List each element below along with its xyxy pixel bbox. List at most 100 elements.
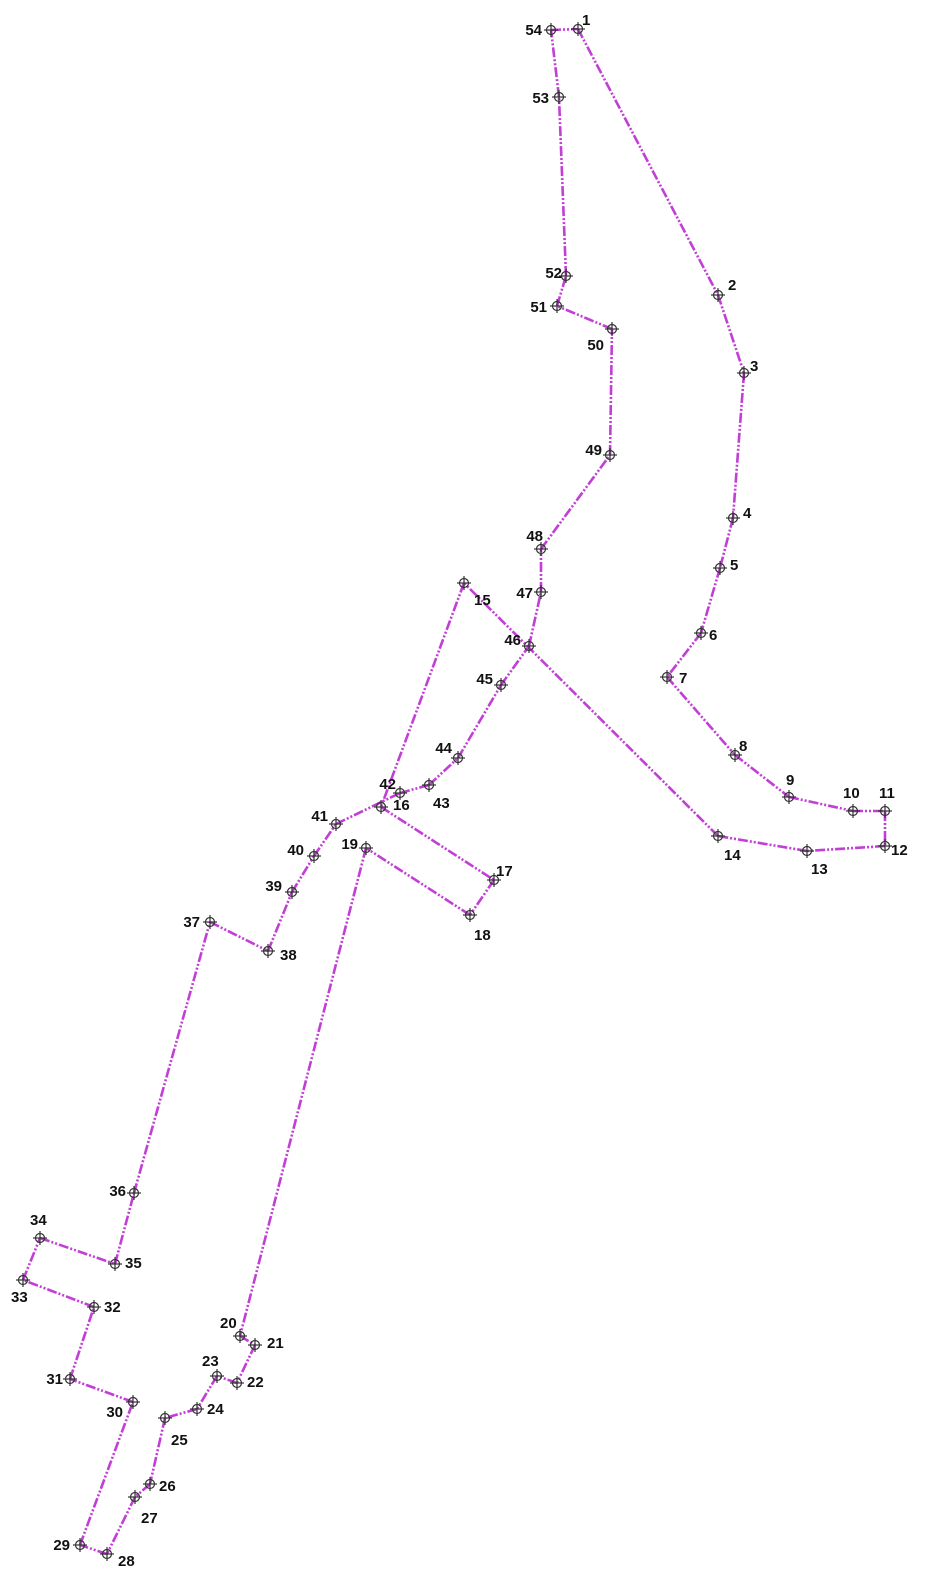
vertex-label-4: 4 [743,505,752,522]
boundary-edge-20-21 [239,1334,256,1347]
boundary-edge-27-28 [105,1496,137,1555]
vertex-label-23: 23 [202,1353,219,1370]
boundary-edge-43-44 [428,757,459,786]
vertex-label-37: 37 [183,914,200,931]
boundary-edge-51-52 [555,275,568,307]
vertex-label-29: 29 [53,1537,70,1554]
vertex-marker-47 [534,585,548,599]
vertex-marker-4 [726,511,740,525]
vertex-label-39: 39 [265,878,282,895]
boundary-edge-25-26 [148,1417,167,1485]
vertex-label-27: 27 [141,1510,158,1527]
vertex-label-41: 41 [311,808,328,825]
vertex-label-50: 50 [587,337,604,354]
vertex-marker-1 [571,22,585,36]
vertex-label-48: 48 [526,528,543,545]
vertex-marker-9 [782,790,796,804]
vertex-label-43: 43 [433,795,450,812]
vertex-label-31: 31 [46,1371,63,1388]
vertex-marker-41 [329,817,343,831]
vertex-label-34: 34 [30,1212,47,1229]
vertex-marker-53 [552,90,566,104]
vertex-marker-24 [190,1402,204,1416]
vertex-label-44: 44 [435,740,452,757]
vertex-marker-43 [422,778,436,792]
vertex-label-25: 25 [171,1432,188,1449]
boundary-edge-8-9 [734,753,790,799]
boundary-edge-48-49 [539,454,612,550]
vertex-label-9: 9 [786,772,794,789]
boundary-edge-37-38 [209,920,269,953]
boundary-edge-3-4 [731,372,746,519]
vertex-label-19: 19 [341,836,358,853]
boundary-edge-38-39 [266,891,294,952]
vertex-marker-2 [711,288,725,302]
boundary-edge-52-53 [557,96,568,277]
vertex-marker-23 [210,1369,224,1383]
vertex-label-47: 47 [516,585,533,602]
boundary-edges [21,27,887,1556]
vertex-label-21: 21 [267,1335,284,1352]
boundary-edge-9-10 [788,795,854,813]
vertex-label-10: 10 [843,785,860,802]
vertex-marker-38 [261,944,275,958]
boundary-edge-18-19 [365,846,471,917]
vertex-label-17: 17 [496,863,513,880]
boundary-edge-23-24 [195,1375,219,1410]
vertex-label-35: 35 [125,1255,142,1272]
boundary-edge-21-22 [235,1344,257,1384]
vertex-marker-46 [522,639,536,653]
vertex-marker-48 [534,542,548,556]
vertex-marker-25 [158,1411,172,1425]
vertex-marker-6 [694,626,708,640]
vertex-marker-34 [33,1231,47,1245]
vertex-label-24: 24 [207,1401,224,1418]
boundary-edge-1-2 [576,28,720,296]
vertex-marker-52 [559,269,573,283]
boundary-edge-4-5 [718,517,735,569]
boundary-edge-16-17 [380,805,495,882]
boundary-edge-30-31 [69,1377,134,1404]
boundary-edge-53-54 [549,29,561,98]
boundary-edge-12-13 [806,844,886,853]
boundary-edge-41-42 [335,791,401,826]
vertex-marker-12 [878,839,892,853]
vertex-marker-14 [711,829,725,843]
vertex-marker-3 [737,366,751,380]
vertex-label-13: 13 [811,861,828,878]
vertex-label-40: 40 [287,842,304,859]
vertex-marker-26 [143,1477,157,1491]
boundary-edge-50-51 [556,304,613,331]
boundary-edge-5-6 [699,567,722,634]
vertex-label-22: 22 [247,1374,264,1391]
vertex-label-26: 26 [159,1478,176,1495]
vertex-label-32: 32 [104,1299,121,1316]
vertex-marker-21 [248,1338,262,1352]
vertex-marker-20 [233,1329,247,1343]
vertex-marker-22 [230,1376,244,1390]
vertex-marker-39 [285,885,299,899]
vertex-marker-13 [800,844,814,858]
vertex-marker-28 [100,1547,114,1561]
vertex-label-18: 18 [474,927,491,944]
vertex-label-11: 11 [879,785,895,802]
boundary-edge-32-33 [22,1278,95,1309]
vertex-marker-49 [603,448,617,462]
vertex-marker-45 [494,678,508,692]
boundary-edge-7-8 [666,676,736,756]
vertex-label-2: 2 [728,277,736,294]
boundary-edge-22-23 [216,1374,238,1385]
vertex-marker-33 [16,1273,30,1287]
vertex-markers [16,22,892,1561]
vertex-label-12: 12 [891,842,908,859]
vertex-label-42: 42 [379,776,396,793]
boundary-edge-31-32 [68,1306,96,1380]
boundary-edge-17-18 [468,879,496,916]
vertex-marker-50 [605,322,619,336]
vertex-marker-18 [463,908,477,922]
vertex-marker-10 [846,804,860,818]
vertex-label-52: 52 [545,265,562,282]
boundary-edge-6-7 [665,632,703,678]
vertex-label-1: 1 [582,12,590,29]
